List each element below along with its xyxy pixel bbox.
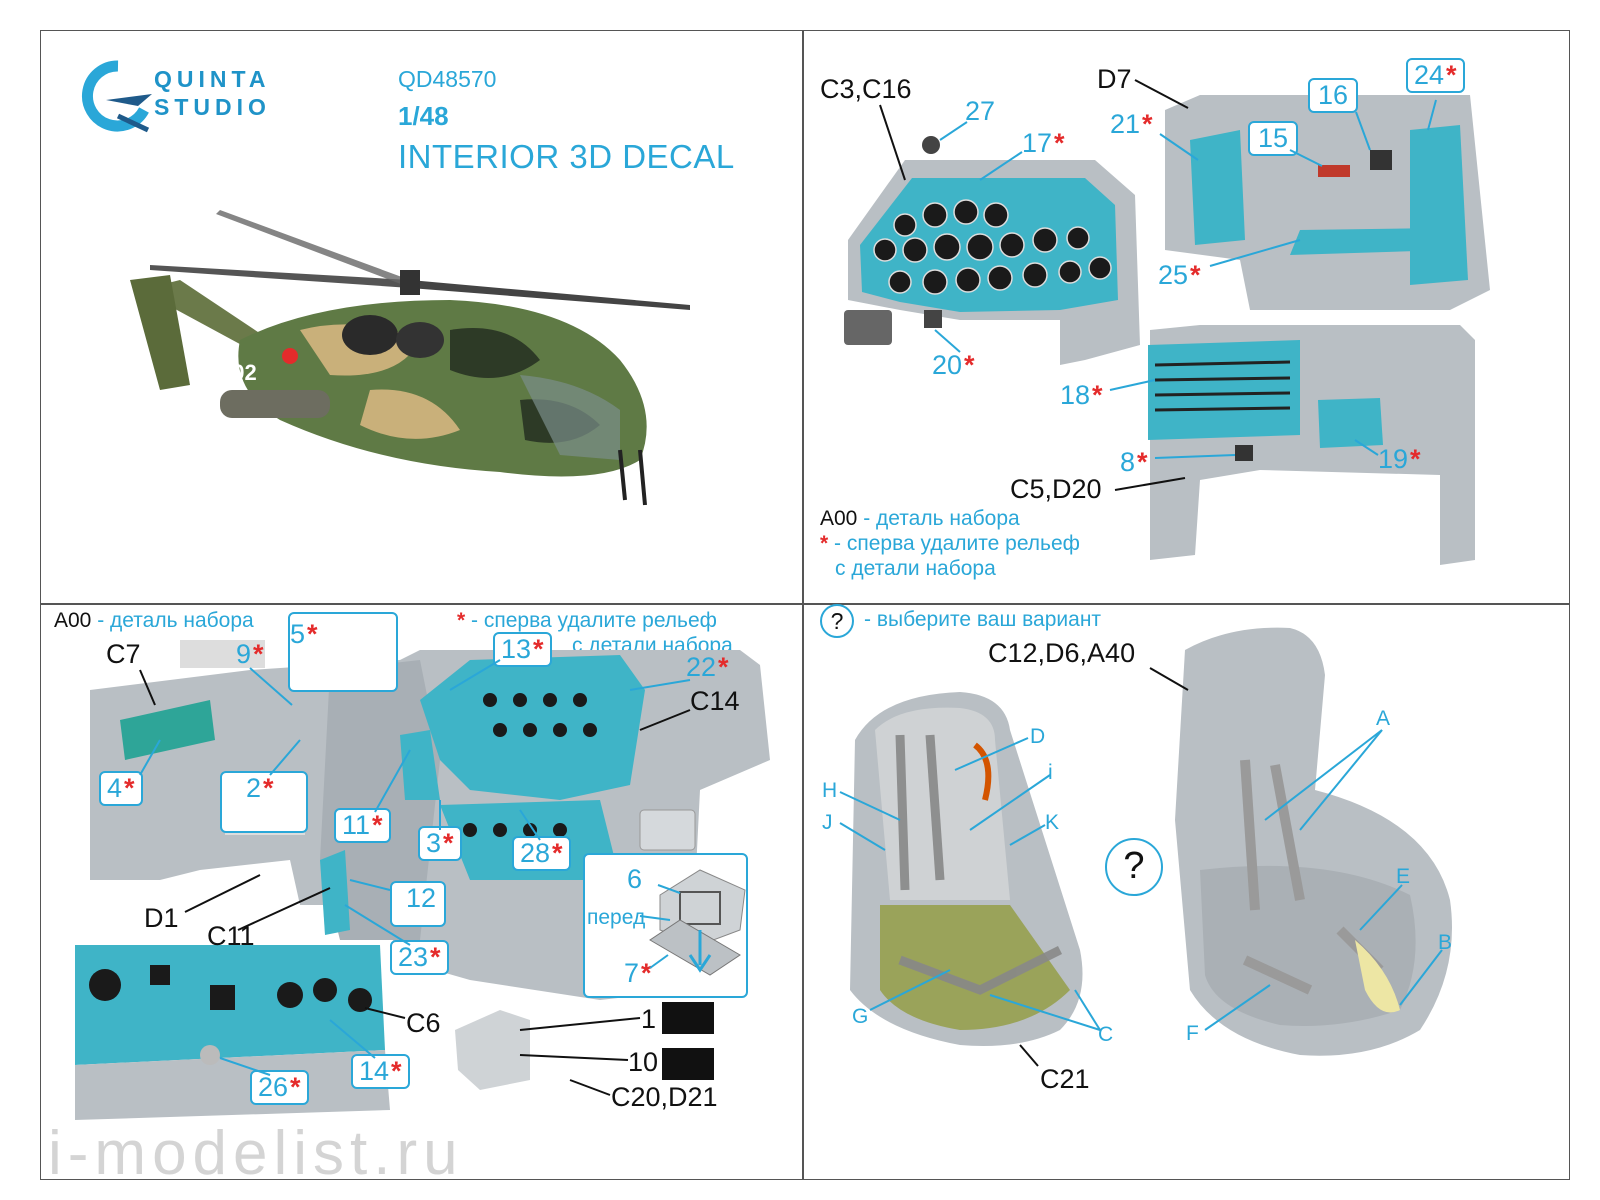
label-3: 3* bbox=[418, 826, 462, 861]
label-b: B bbox=[1438, 931, 1453, 954]
product-name: INTERIOR 3D DECAL bbox=[398, 138, 735, 175]
label-18: 18* bbox=[1060, 380, 1103, 410]
product-code: QD48570 bbox=[398, 66, 497, 92]
br-seats-drawing bbox=[850, 627, 1452, 1056]
rotor-blades bbox=[150, 210, 690, 310]
label-19: 19* bbox=[1378, 444, 1421, 474]
label-f: F bbox=[1186, 1022, 1199, 1045]
label-c21: C21 bbox=[1040, 1064, 1090, 1094]
label-17: 17* bbox=[1022, 128, 1065, 158]
label-d1: D1 bbox=[144, 903, 179, 933]
page-frame bbox=[40, 30, 1570, 1180]
brand-line-2: STUDIO bbox=[154, 94, 271, 120]
label-7: 7* bbox=[624, 958, 652, 988]
vertical-divider bbox=[802, 30, 804, 1180]
helicopter-illustration bbox=[130, 210, 690, 506]
label-front: перед bbox=[587, 906, 646, 929]
tail-number: 402 bbox=[220, 360, 257, 385]
watermark: i-modelist.ru bbox=[48, 1119, 464, 1188]
label-6: 6 bbox=[627, 864, 643, 894]
inset-box-5 bbox=[288, 612, 398, 692]
label-24: 24* bbox=[1406, 58, 1465, 93]
label-15: 15 bbox=[1248, 121, 1299, 156]
choose-variant-big-icon: ? bbox=[1105, 838, 1163, 896]
product-scale: 1/48 bbox=[398, 101, 449, 131]
label-i: i bbox=[1048, 761, 1053, 784]
label-c12-d6-a40: C12,D6,A40 bbox=[988, 638, 1136, 668]
tr-leader-lines bbox=[879, 79, 1437, 491]
label-23: 23* bbox=[390, 940, 449, 975]
quinta-logo-icon bbox=[82, 60, 152, 133]
bl-leader-lines bbox=[139, 659, 691, 1096]
label-c: C bbox=[1098, 1023, 1114, 1046]
label-c14: C14 bbox=[690, 686, 740, 716]
bl-legend-kit-part: A00 - деталь набора bbox=[54, 609, 254, 632]
label-11: 11* bbox=[334, 808, 391, 843]
label-c20-d21: C20,D21 bbox=[611, 1082, 718, 1112]
label-20: 20* bbox=[932, 350, 975, 380]
label-g: G bbox=[852, 1005, 869, 1028]
inset-6-7-drawing bbox=[649, 869, 746, 976]
label-9: 9* bbox=[236, 639, 264, 669]
label-13: 13* bbox=[493, 632, 552, 667]
label-28: 28* bbox=[512, 836, 571, 871]
label-12: 12 bbox=[390, 881, 446, 927]
label-21: 21* bbox=[1110, 109, 1153, 139]
label-5: 5* bbox=[290, 619, 318, 649]
label-e: E bbox=[1396, 865, 1411, 888]
label-27: 27 bbox=[965, 96, 996, 126]
tr-legend-kit-part: A00 - деталь набора bbox=[820, 507, 1020, 530]
choose-variant-icon: ? bbox=[820, 604, 854, 638]
label-8: 8* bbox=[1120, 447, 1148, 477]
tr-legend-remove-relief: * - сперва удалите рельеф bbox=[820, 532, 1080, 555]
horizontal-divider bbox=[40, 603, 1570, 605]
label-25: 25* bbox=[1158, 260, 1201, 290]
brand-line-1: QUINTA bbox=[154, 66, 271, 92]
label-4: 4* bbox=[99, 771, 143, 806]
label-k: K bbox=[1045, 811, 1060, 834]
label-d: D bbox=[1030, 725, 1046, 748]
label-2: 2* bbox=[220, 771, 308, 833]
br-leader-lines bbox=[839, 667, 1443, 1067]
label-c7: C7 bbox=[106, 639, 141, 669]
label-10: 10 bbox=[628, 1047, 659, 1077]
label-c5-d20: C5,D20 bbox=[1010, 474, 1102, 504]
label-14: 14* bbox=[351, 1054, 410, 1089]
label-j: J bbox=[822, 811, 833, 834]
bl-legend-remove-relief: * - сперва удалите рельеф bbox=[457, 609, 717, 632]
label-c3-c16: C3,C16 bbox=[820, 74, 912, 104]
label-26: 26* bbox=[250, 1070, 309, 1105]
label-16: 16 bbox=[1308, 78, 1359, 113]
choose-variant-text: - выберите ваш вариант bbox=[864, 608, 1102, 631]
label-d7: D7 bbox=[1097, 64, 1132, 94]
tr-legend-remove-relief-2: с детали набора bbox=[835, 557, 996, 580]
label-a: A bbox=[1376, 707, 1391, 730]
product-title: QD48570 1/48 INTERIOR 3D DECAL bbox=[398, 66, 735, 176]
label-1: 1 bbox=[641, 1004, 657, 1034]
label-c6: C6 bbox=[406, 1008, 441, 1038]
label-22: 22* bbox=[686, 652, 729, 682]
label-h: H bbox=[822, 779, 838, 802]
label-c11: C11 bbox=[207, 921, 255, 951]
